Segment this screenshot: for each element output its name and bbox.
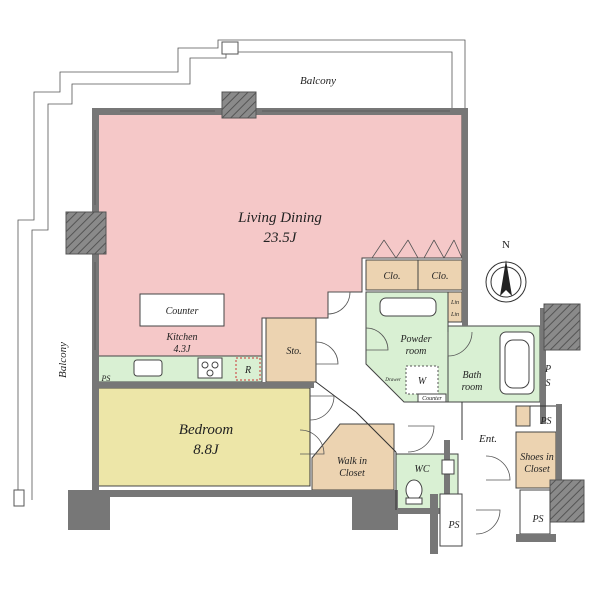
living-dining-label: Living Dining <box>237 210 322 226</box>
linen-1-label: Lin <box>450 300 459 306</box>
kitchen-sink <box>133 359 163 377</box>
kitchen-label: Kitchen <box>165 332 197 343</box>
partitions <box>309 381 556 510</box>
labels: Balcony Balcony Living Dining 23.5J Coun… <box>57 75 554 531</box>
stove <box>197 357 223 379</box>
living-dining-size: 23.5J <box>264 230 298 246</box>
walk-in-closet-label-1: Walk in <box>337 456 367 467</box>
shoes-closet-label-2: Closet <box>524 464 550 475</box>
walk-in-closet-area <box>311 423 395 491</box>
linen-2-label: Lin <box>450 312 459 318</box>
wc-label: WC <box>415 464 430 475</box>
powder-room-label-2: room <box>406 346 427 357</box>
balcony-top-label: Balcony <box>300 75 336 87</box>
compass-label: N <box>502 239 510 251</box>
closet-1-area <box>365 259 419 291</box>
washer-label: W <box>418 376 428 387</box>
powder-room-label-1: Powder <box>399 334 431 345</box>
compass-needle-icon <box>500 260 512 296</box>
fridge-label: R <box>244 365 251 376</box>
shoes-closet-label-1: Shoes in <box>520 452 554 463</box>
ps-left-label: PS <box>101 374 111 383</box>
bathtub <box>499 331 535 395</box>
drawer-label: Drawer <box>384 378 401 383</box>
washer-space <box>405 365 439 395</box>
balcony-left-label: Balcony <box>57 342 69 378</box>
bath-room-label-2: room <box>462 382 483 393</box>
kitchen-size: 4.3J <box>174 344 192 355</box>
bedroom-size: 8.8J <box>193 442 220 458</box>
counter-island <box>139 293 225 327</box>
ps-right-label-2: S <box>546 378 551 389</box>
closet-2-label: Clo. <box>432 271 449 282</box>
bedroom-label: Bedroom <box>179 422 234 438</box>
small-counter-label: Counter <box>422 396 442 402</box>
doors <box>299 239 511 535</box>
counter-label: Counter <box>166 306 199 317</box>
fixtures <box>133 293 535 505</box>
ps-bottom-label-1: PS <box>447 520 459 531</box>
storage-label: Sto. <box>286 346 301 357</box>
walls <box>65 91 585 554</box>
walk-in-closet-label-2: Closet <box>339 468 365 479</box>
balcony-outline <box>13 39 466 507</box>
compass: N <box>485 239 527 303</box>
closet-2-area <box>417 259 463 291</box>
kitchen-counter-area <box>97 355 263 383</box>
vanity <box>379 297 437 317</box>
ps-entry-label: PS <box>539 416 551 427</box>
windows <box>94 110 450 350</box>
toilet <box>405 479 423 501</box>
entrance-label: Ent. <box>478 433 497 445</box>
ps-bottom-label-2: PS <box>531 514 543 525</box>
shoes-small-storage <box>515 405 531 427</box>
closet-1-label: Clo. <box>384 271 401 282</box>
fridge-space <box>235 357 261 381</box>
ps-right-label-1: P <box>544 364 551 375</box>
bath-room-label-1: Bath <box>463 370 482 381</box>
